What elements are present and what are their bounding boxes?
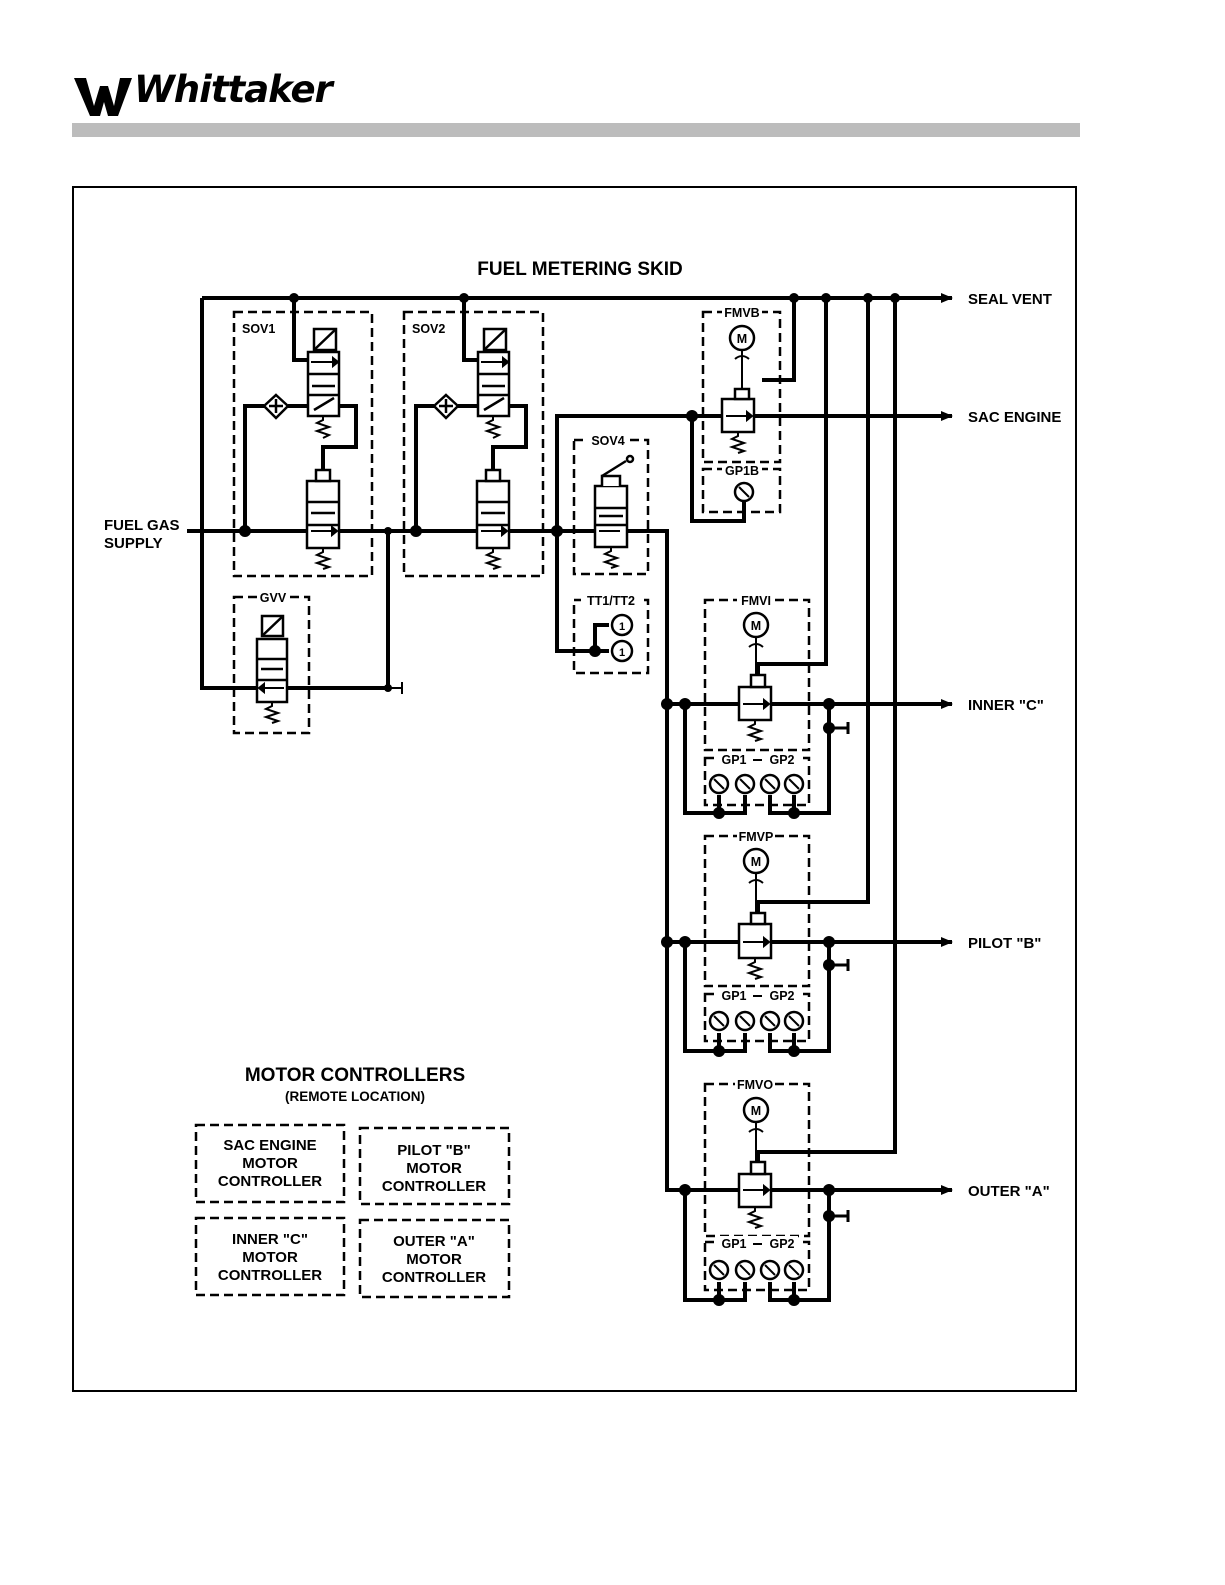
fmvp-gp1-label: GP1: [721, 989, 746, 1003]
tt2-symbol: 1: [619, 647, 625, 659]
gvv-box: [232, 595, 311, 735]
controller-pilot-b: PILOT "B" MOTOR CONTROLLER: [382, 1142, 486, 1195]
fmvp-gp2-label: GP2: [769, 989, 794, 1003]
controller-box-inner: [194, 1216, 346, 1297]
brand-name: Whittaker: [134, 68, 333, 111]
controller-line: INNER "C": [232, 1231, 308, 1248]
controller-box-outer: [358, 1218, 511, 1299]
fmvo-gp1-label: GP1: [721, 1237, 746, 1251]
outer-a-label: OUTER "A": [968, 1183, 1050, 1200]
controller-box-sac: [194, 1123, 346, 1204]
motor-symbols: [728, 324, 770, 1124]
sov2-box: [402, 310, 545, 578]
fmvi-label: FMVI: [741, 594, 771, 608]
junction-dots: [239, 293, 900, 1306]
controller-line: PILOT "B": [397, 1142, 470, 1159]
tt1-icon: [610, 613, 634, 637]
diagram-title: FUEL METERING SKID: [477, 259, 683, 280]
motor-controllers-subtitle: (REMOTE LOCATION): [285, 1089, 425, 1104]
inner-c-label: INNER "C": [968, 697, 1044, 714]
controller-line: CONTROLLER: [218, 1267, 322, 1284]
controller-line: CONTROLLER: [382, 1178, 486, 1195]
gvv-label: GVV: [260, 591, 287, 605]
controller-outer-a: OUTER "A" MOTOR CONTROLLER: [382, 1233, 486, 1286]
controller-inner-c: INNER "C" MOTOR CONTROLLER: [218, 1231, 322, 1284]
fmvb-box: [701, 310, 782, 464]
whittaker-logo-icon: [74, 78, 132, 116]
controller-line: SAC ENGINE: [223, 1137, 316, 1154]
fmvi-motor-letter: M: [751, 619, 761, 633]
controller-box-pilot: [358, 1126, 511, 1206]
temperature-transmitters: [610, 613, 634, 663]
controller-line: CONTROLLER: [218, 1173, 322, 1190]
tt-label: TT1/TT2: [587, 594, 635, 608]
inlet-label-line2: SUPPLY: [104, 535, 163, 552]
seal-vent-label: SEAL VENT: [968, 291, 1052, 308]
sov4-label: SOV4: [591, 434, 624, 448]
tt2-icon: [610, 639, 634, 663]
controller-line: MOTOR: [242, 1249, 298, 1266]
sov1-label: SOV1: [242, 322, 275, 336]
controller-line: OUTER "A": [393, 1233, 475, 1250]
page-header: Whittaker: [72, 68, 1080, 140]
fmvo-label: FMVO: [737, 1078, 773, 1092]
fmvb-label: FMVB: [724, 306, 759, 320]
controller-line: MOTOR: [242, 1155, 298, 1172]
tt1-symbol: 1: [619, 621, 625, 633]
fuel-metering-schematic: FUEL METERING SKID: [104, 259, 1061, 1306]
controller-sac-engine: SAC ENGINE MOTOR CONTROLLER: [218, 1137, 322, 1190]
whittaker-logo: Whittaker: [72, 68, 333, 118]
fmvo-gauge-box: [703, 1240, 811, 1292]
fmvp-label: FMVP: [739, 830, 774, 844]
pilot-b-label: PILOT "B": [968, 935, 1041, 952]
fmvo-motor-letter: M: [751, 1104, 761, 1118]
sov1-box: [232, 310, 374, 578]
fmvo-gp2-label: GP2: [769, 1237, 794, 1251]
fmvi-gp2-label: GP2: [769, 753, 794, 767]
controller-line: CONTROLLER: [382, 1269, 486, 1286]
sac-engine-label: SAC ENGINE: [968, 409, 1061, 426]
fmvp-motor-letter: M: [751, 855, 761, 869]
gp1b-box: [701, 467, 782, 514]
fmvp-gauge-box: [703, 992, 811, 1043]
controller-line: MOTOR: [406, 1251, 462, 1268]
controller-line: MOTOR: [406, 1160, 462, 1177]
fmvi-gauge-box: [703, 756, 811, 807]
gp1b-label: GP1B: [725, 464, 759, 478]
fmvi-gp1-label: GP1: [721, 753, 746, 767]
tt-box: [572, 598, 650, 675]
diagram-frame: FUEL METERING SKID: [72, 186, 1077, 1392]
header-rule: [72, 123, 1080, 137]
motor-controllers-title: MOTOR CONTROLLERS: [245, 1065, 465, 1086]
sov2-label: SOV2: [412, 322, 445, 336]
fmvb-motor-letter: M: [737, 332, 747, 346]
inlet-label-line1: FUEL GAS: [104, 517, 180, 534]
